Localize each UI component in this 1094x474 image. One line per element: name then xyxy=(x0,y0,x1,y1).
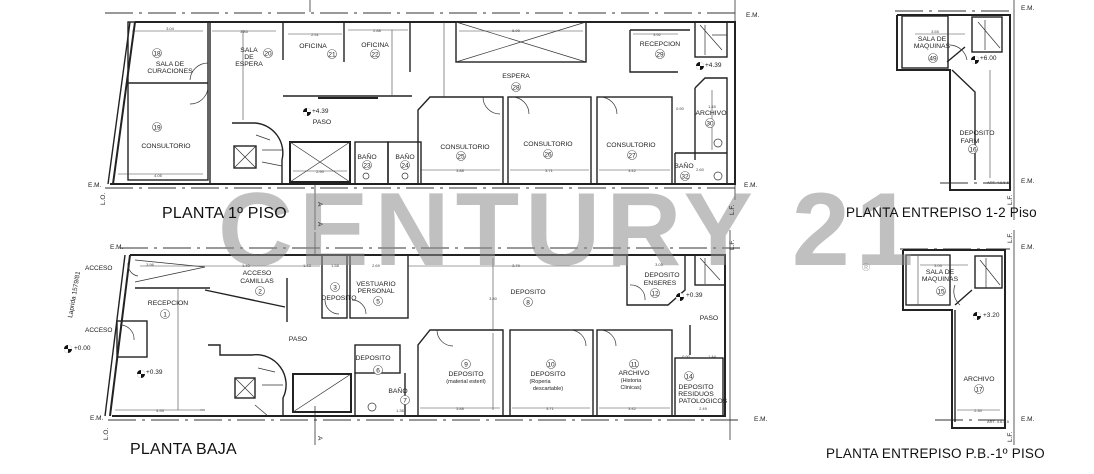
plan-title-ground-floor: PLANTA BAJA xyxy=(130,441,237,458)
plan-title-first-floor: PLANTA 1º PISO xyxy=(162,205,287,222)
plan-title-mezzanine-pb-1: PLANTA ENTREPISO P.B.-1º PISO xyxy=(826,446,1045,461)
plan-title-mezzanine-1-2: PLANTA ENTREPISO 1-2 Piso xyxy=(846,205,1037,220)
watermark-text: CENTURY 21 xyxy=(218,172,920,288)
plan-mezzanine-pb-1 xyxy=(900,230,1015,445)
registered-mark: ® xyxy=(862,262,871,274)
plan-first-floor xyxy=(105,0,740,230)
